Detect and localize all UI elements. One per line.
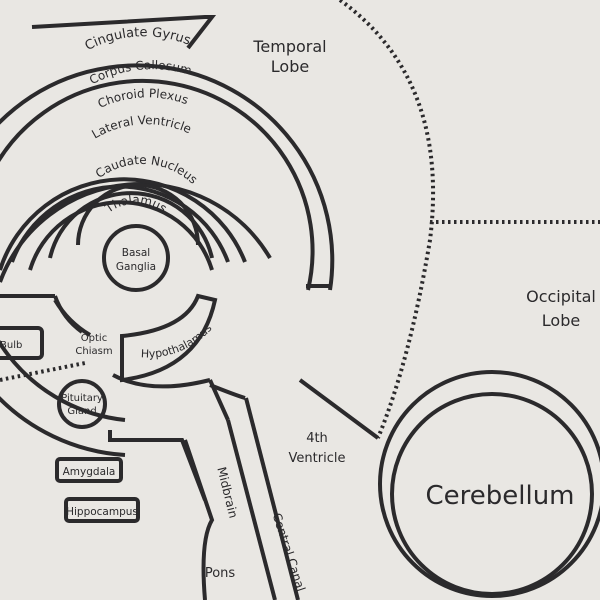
label-temporal-lobe-1: Temporal bbox=[252, 37, 326, 56]
label-bulb: Bulb bbox=[0, 340, 22, 351]
brainstem bbox=[108, 373, 380, 600]
label-basal-ganglia-1: Basal bbox=[122, 247, 150, 259]
brain-rings bbox=[0, 15, 335, 457]
left-structures bbox=[0, 326, 140, 523]
hypothalamus-shape bbox=[120, 293, 218, 383]
label-choroid-plexus: Choroid Plexus bbox=[96, 86, 191, 111]
label-lateral-ventricle: Lateral Ventricle bbox=[89, 113, 193, 141]
label-hypothalamus: Hypothalamus bbox=[141, 321, 215, 360]
label-cerebellum: Cerebellum bbox=[425, 481, 574, 511]
label-optic-chiasm-1: Optic bbox=[81, 333, 107, 344]
label-temporal-lobe-2: Lobe bbox=[271, 57, 309, 76]
label-fourth-ventricle-2: Ventricle bbox=[289, 451, 346, 466]
label-hippocampus: Hippocampus bbox=[66, 506, 138, 518]
label-pituitary-2: Gland bbox=[67, 406, 96, 417]
label-cingulate-gyrus: Cingulate Gyrus bbox=[83, 25, 193, 54]
label-fourth-ventricle-1: 4th bbox=[306, 431, 328, 446]
label-amygdala: Amygdala bbox=[63, 466, 116, 478]
label-pituitary-1: Pituitary bbox=[61, 393, 103, 404]
label-occipital-lobe-1: Occipital bbox=[526, 287, 596, 306]
label-basal-ganglia-2: Ganglia bbox=[116, 261, 156, 273]
temporal-lobe-boundary bbox=[338, 0, 600, 439]
label-central-canal: Central Canal bbox=[270, 511, 308, 593]
label-occipital-lobe-2: Lobe bbox=[542, 311, 580, 330]
label-pons: Pons bbox=[205, 566, 236, 581]
cerebellum-shape bbox=[378, 370, 600, 598]
label-midbrain: Midbrain bbox=[214, 466, 240, 520]
label-optic-chiasm-2: Chiasm bbox=[75, 346, 112, 357]
